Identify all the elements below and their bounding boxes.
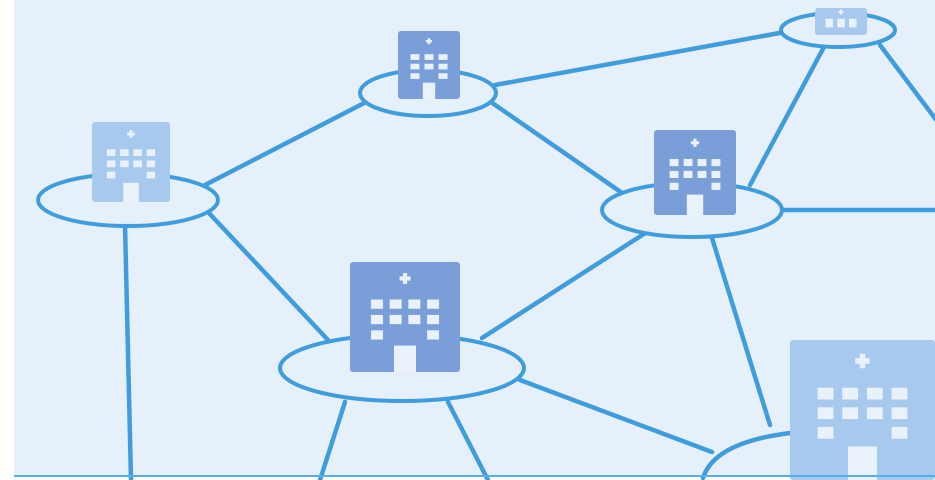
building-window [427,299,440,309]
link-middleright-to-bottomright [709,235,773,428]
link-center-down-left [317,399,348,480]
building-window [410,54,420,60]
building-window [146,160,156,168]
building-window [106,160,116,168]
building-window [891,426,908,439]
building-body [350,262,460,372]
building-window [669,170,679,179]
medical-cross-icon [127,132,135,136]
building-window [842,387,859,400]
building-window [370,299,383,309]
building-window [697,170,707,179]
hospital-building-icon [92,122,170,202]
link-topright-to-middleright [747,42,828,188]
medical-cross-icon [399,276,411,281]
building-window [427,330,440,340]
building-window [711,158,721,167]
building-window [133,149,142,156]
link-topcenter-to-middleright [485,97,628,198]
link-left-to-center [205,209,331,343]
building-window [410,73,420,79]
building-window [146,149,156,156]
building-door [123,182,139,202]
hospital-building-icon [398,31,460,99]
hospital-building-icon [654,130,736,215]
hospital-icons [92,8,935,480]
building-door [848,446,877,480]
building-window [408,314,421,325]
building-door [686,194,704,215]
building-body [654,130,736,215]
building-window [842,407,859,420]
building-window [424,54,434,60]
link-center-to-bottomright [517,377,715,455]
building-window [711,182,721,190]
building-window [669,158,679,167]
building-window [438,54,448,60]
building-window [825,18,833,28]
hospital-building-icon [790,340,935,480]
link-center-down-right [445,399,491,480]
medical-cross-icon [855,358,870,364]
link-left-to-topcenter [202,97,373,188]
building-window [849,18,857,28]
building-window [697,158,707,167]
building-window [711,170,721,179]
building-body [790,340,935,480]
link-topright-offscreen [877,42,935,123]
hospital-left [92,122,170,202]
building-window [133,160,142,168]
hospital-building-icon [350,262,460,372]
building-window [106,149,116,156]
hospital-middle-right [654,130,736,215]
building-window [438,63,448,70]
building-window [410,63,420,70]
hospital-building-icon [815,8,867,35]
hospital-center [350,262,460,372]
building-window [683,158,693,167]
building-window [438,73,448,79]
building-window [891,387,908,400]
building-window [817,387,834,400]
hospital-bottom-right [790,340,935,480]
building-window [837,18,845,28]
building-window [389,299,402,309]
building-window [389,314,402,325]
medical-cross-icon [425,40,433,43]
hospital-top-center [398,31,460,99]
building-window [424,63,434,70]
building-window [866,407,883,420]
medical-cross-icon [690,141,700,145]
building-window [683,170,693,179]
building-door [394,345,416,372]
link-bottomright-arc [700,429,803,480]
building-window [120,160,129,168]
medical-cross-icon [838,11,844,14]
building-window [408,299,421,309]
building-window [817,426,834,439]
building-window [669,182,679,190]
building-window [146,171,156,179]
building-window [106,171,116,179]
link-center-to-middleright [479,227,653,341]
building-window [120,149,129,156]
link-topcenter-to-topright [492,29,788,88]
building-window [370,314,383,325]
building-window [866,387,883,400]
connection-lines [122,29,935,480]
building-window [427,314,440,325]
building-window [891,407,908,420]
building-door [422,82,436,99]
link-left-down [122,222,134,480]
building-window [370,330,383,340]
building-window [817,407,834,420]
hospital-top-right [815,8,867,35]
building-body [92,122,170,202]
